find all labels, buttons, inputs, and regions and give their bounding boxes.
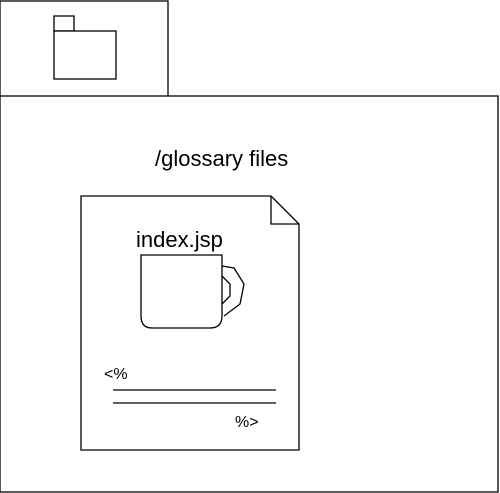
code-open-tag: <% <box>104 366 128 383</box>
file-name-label: index.jsp <box>136 227 223 252</box>
coffee-cup-icon <box>140 254 245 329</box>
folder-tab <box>0 0 169 98</box>
folder-label: /glossary files <box>155 146 288 171</box>
folder-icon <box>53 15 117 80</box>
code-close-tag: %> <box>235 414 259 431</box>
